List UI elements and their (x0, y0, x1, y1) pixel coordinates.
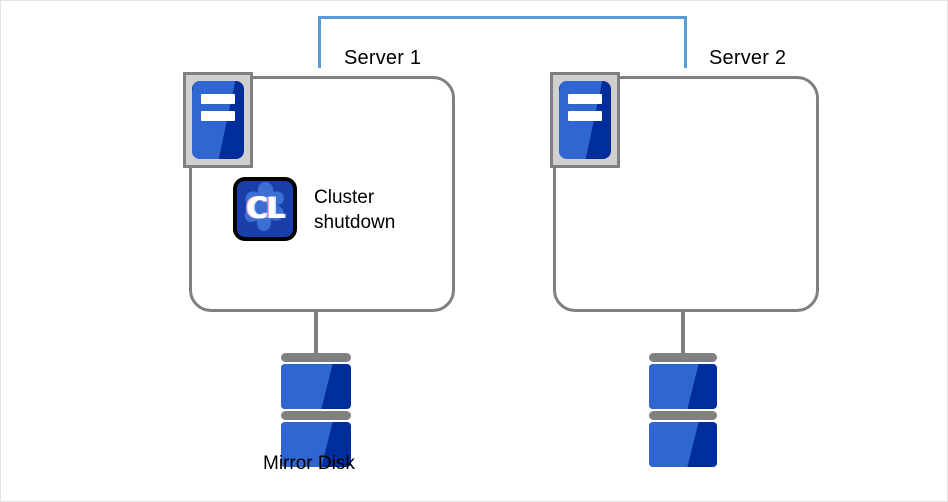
disk-body-highlight (649, 422, 700, 467)
server-chassis (559, 81, 611, 159)
disk-plate-top (281, 353, 351, 362)
server-chassis (192, 81, 244, 159)
server-machine-icon-1 (183, 72, 253, 168)
server-1-disk-connector (314, 309, 318, 357)
server-1-label: Server 1 (344, 47, 422, 69)
disk-body-highlight (281, 364, 333, 409)
server-2-disk-connector (681, 309, 685, 357)
disk-body-upper (281, 364, 351, 409)
disk-plate-middle (281, 411, 351, 420)
disk-plate-middle (649, 411, 717, 420)
cluster-cl-icon: CL (233, 177, 297, 241)
server-machine-icon-2 (550, 72, 620, 168)
interconnect-top-line (318, 16, 687, 19)
server-slot-bar-top (567, 94, 603, 105)
disk-body-highlight (649, 364, 700, 409)
interconnect-leg-server2 (684, 16, 687, 68)
interconnect-leg-server1 (318, 16, 321, 68)
cl-splash-shape (244, 182, 284, 231)
disk-body-lower (281, 422, 351, 467)
server-slot-bar-top (200, 94, 236, 105)
disk-plate-top (649, 353, 717, 362)
server-slot-bar-bottom (200, 110, 236, 121)
cluster-shutdown-caption: Cluster shutdown (314, 187, 396, 233)
disk-body-lower (649, 422, 717, 467)
mirror-disk-icon-1 (281, 353, 351, 467)
mirror-disk-icon-2 (649, 353, 717, 467)
server-slot-bar-bottom (567, 110, 603, 121)
cl-icon-glyph: CL (246, 191, 285, 225)
server-2-label: Server 2 (709, 47, 787, 69)
mirror-disk-label: Mirror Disk (263, 453, 355, 474)
disk-body-upper (649, 364, 717, 409)
